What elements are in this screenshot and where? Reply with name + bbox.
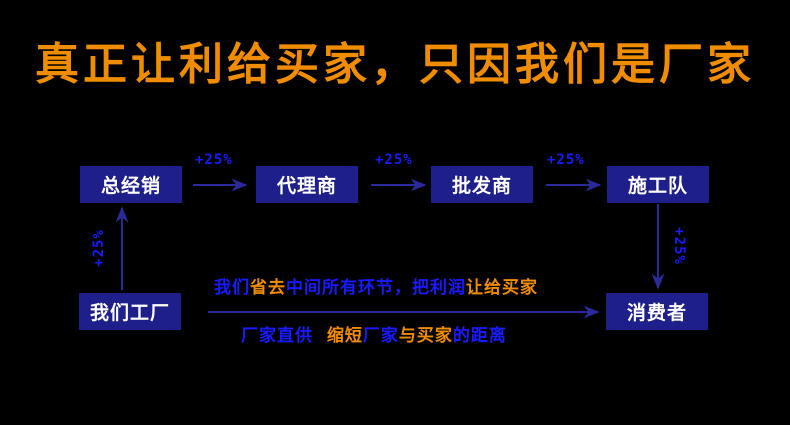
text-segment: 缩短 [326,326,363,346]
text-segment: 让给买家 [466,278,538,298]
markup-label: +25% [375,152,413,168]
markup-label: +25% [671,227,687,265]
node-consumer: 消费者 [606,293,708,330]
markup-label: +25% [91,229,107,267]
node-wholesaler: 批发商 [431,166,533,203]
node-general-distributor: 总经销 [80,166,182,203]
direct-path-caption-1: 我们省去中间所有环节，把利润让给买家 [214,273,538,298]
direct-path-caption-2: 厂家直供 缩短厂家与买家的距离 [241,321,507,346]
text-segment: 省去 [250,278,286,298]
text-segment: 厂家直供 [241,326,313,346]
node-construction-team: 施工队 [607,166,709,203]
text-segment: 厂家 [362,326,399,346]
node-our-factory: 我们工厂 [79,293,181,330]
markup-label: +25% [195,152,233,168]
text-spacer [313,326,327,346]
text-segment: 我们 [214,278,250,298]
text-segment: 的距离 [452,326,507,346]
text-segment: 中间所有环节，把利润 [286,278,466,298]
text-segment: 买家 [416,326,453,346]
markup-label: +25% [547,152,585,168]
node-agent: 代理商 [256,166,358,203]
text-segment: 与 [398,326,417,346]
headline: 真正让利给买家，只因我们是厂家 [35,39,755,90]
